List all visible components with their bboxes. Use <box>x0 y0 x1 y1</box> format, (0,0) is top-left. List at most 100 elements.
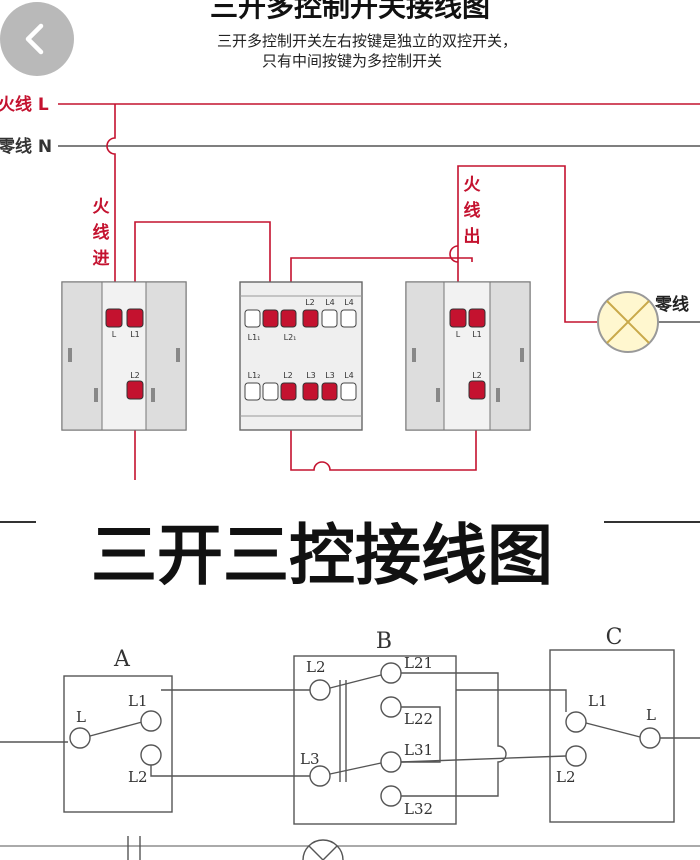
bottom-lamp-icon <box>302 839 344 860</box>
left-switch-notch-4 <box>151 388 155 402</box>
live-out-char-1: 火 <box>464 175 482 195</box>
box-b-label-l32: L32 <box>404 800 433 818</box>
box-b-terminal-l21 <box>380 662 402 684</box>
left-switch-label-l1: L1 <box>130 330 140 339</box>
box-b-label-l3: L3 <box>300 750 320 768</box>
right-switch: L L1 L2 <box>405 281 531 431</box>
left-switch-key-3 <box>145 281 187 431</box>
right-switch-terminal-l1 <box>468 308 486 328</box>
left-switch: L L1 L2 <box>61 281 187 431</box>
box-a-label-l: L <box>76 708 86 726</box>
figure-subtitle-line1: 三开多控制开关左右按键是独立的双控开关， <box>217 32 517 50</box>
right-switch-label-l2: L2 <box>472 371 482 380</box>
lamp-neutral-label: 零线 <box>654 294 689 315</box>
left-switch-notch-3 <box>94 388 98 402</box>
middle-terminal-bottom-4 <box>302 382 319 401</box>
right-switch-notch-1 <box>412 348 416 362</box>
middle-terminal-top-5 <box>321 309 338 328</box>
middle-label-top-l4: L4 <box>325 298 335 307</box>
middle-terminal-top-3 <box>280 309 297 328</box>
right-switch-key-1 <box>405 281 445 431</box>
box-b-switch-arm-bottom <box>329 762 382 775</box>
right-switch-key-2 <box>443 281 491 431</box>
middle-label-bottom-1: L1₂ <box>248 371 261 380</box>
schematic-box-b: B L2 L21 L22 L3 L31 L32 <box>293 629 457 825</box>
schematic-box-a: A L L1 L2 <box>0 647 173 813</box>
box-b-jumper <box>401 706 441 763</box>
box-b-frame <box>293 655 457 825</box>
box-c-label-l: L <box>646 706 656 724</box>
box-a-terminal-l1 <box>140 710 162 732</box>
box-b-label-l22: L22 <box>404 710 433 728</box>
neutral-bus-label: 零线 N <box>0 136 52 157</box>
box-c-label-l1: L1 <box>588 692 608 710</box>
figure-subtitle-line2: 只有中间按键为多控制开关 <box>262 52 442 70</box>
left-switch-terminal-l2 <box>126 380 144 400</box>
figure-title: 三开多控制开关接线图 <box>210 0 490 23</box>
box-b-terminal-l22 <box>380 696 402 718</box>
box-c-terminal-l <box>639 727 661 749</box>
left-switch-notch-1 <box>68 348 72 362</box>
left-to-middle-wire <box>134 221 271 318</box>
middle-label-l11: L1₁ <box>248 333 261 342</box>
wire-b-to-c-l2 <box>400 755 567 763</box>
box-a-terminal-l2 <box>140 744 162 766</box>
wire-b-right-loop <box>401 672 507 797</box>
live-out-hop <box>449 245 459 263</box>
box-b-label-l2: L2 <box>306 658 326 676</box>
middle-label-bottom-4: L3 <box>325 371 335 380</box>
back-button[interactable] <box>0 2 74 76</box>
lamp-icon <box>597 291 659 353</box>
middle-terminal-bottom-2 <box>262 382 279 401</box>
live-out-label: 火 线 出 <box>464 175 482 247</box>
middle-terminal-bottom-1 <box>244 382 261 401</box>
box-c-frame <box>549 649 675 823</box>
bottom-lamp-body <box>302 839 344 860</box>
box-b-label-l21: L21 <box>404 654 433 672</box>
right-switch-terminal-l <box>449 308 467 328</box>
live-in-wire <box>106 104 116 310</box>
banner-title: 三开三控接线图 <box>91 517 553 594</box>
lamp-cross-2 <box>606 300 650 344</box>
middle-terminal-top-4 <box>302 309 319 328</box>
right-switch-notch-2 <box>520 348 524 362</box>
middle-switch-plate <box>239 281 363 431</box>
live-in-char-3: 进 <box>93 249 110 269</box>
box-a-switch-arm <box>89 721 143 737</box>
live-in-char-1: 火 <box>93 197 111 217</box>
left-switch-terminal-l <box>105 308 123 328</box>
schematic-box-c: C L1 L L2 <box>549 625 675 823</box>
middle-terminal-top-2 <box>262 309 279 328</box>
middle-label-bottom-5: L4 <box>344 371 354 380</box>
bottom-lamp-cross-1 <box>308 845 324 860</box>
box-c-terminal-l1 <box>565 711 587 733</box>
live-in-label: 火 线 进 <box>93 197 111 269</box>
live-in-char-2: 线 <box>93 222 110 243</box>
bottom-lamp-cross-2 <box>322 845 338 860</box>
middle-terminal-bottom-5 <box>321 382 338 401</box>
middle-label-bottom-2: L2 <box>283 371 293 380</box>
box-b-terminal-l3 <box>309 765 331 787</box>
middle-terminal-top-1 <box>244 309 261 328</box>
box-b-terminal-l32 <box>380 785 402 807</box>
right-switch-terminal-l2 <box>468 380 486 400</box>
middle-label-top-l4b: L4 <box>344 298 354 307</box>
wire-b-to-c-l1 <box>456 689 567 712</box>
live-bus-label: 火线 L <box>0 94 49 115</box>
left-switch-notch-2 <box>176 348 180 362</box>
middle-terminal-top-6 <box>340 309 357 328</box>
box-a-terminal-l <box>69 727 91 749</box>
box-b-switch-arm-top <box>329 674 382 689</box>
middle-switch: L2 L4 L4 L1₁ L2₁ L1₂ L2 L3 L3 L4 <box>239 281 363 431</box>
right-switch-label-l1: L1 <box>472 330 482 339</box>
middle-label-bottom-3: L3 <box>306 371 316 380</box>
middle-bottom-bridge-wire <box>290 392 477 471</box>
middle-label-l21: L2₁ <box>284 333 297 342</box>
box-a-label-l1: L1 <box>128 692 148 710</box>
box-c-label: C <box>606 625 623 650</box>
box-b-label: B <box>376 629 392 654</box>
left-switch-label-l: L <box>112 330 117 339</box>
box-b-terminal-l31 <box>380 751 402 773</box>
